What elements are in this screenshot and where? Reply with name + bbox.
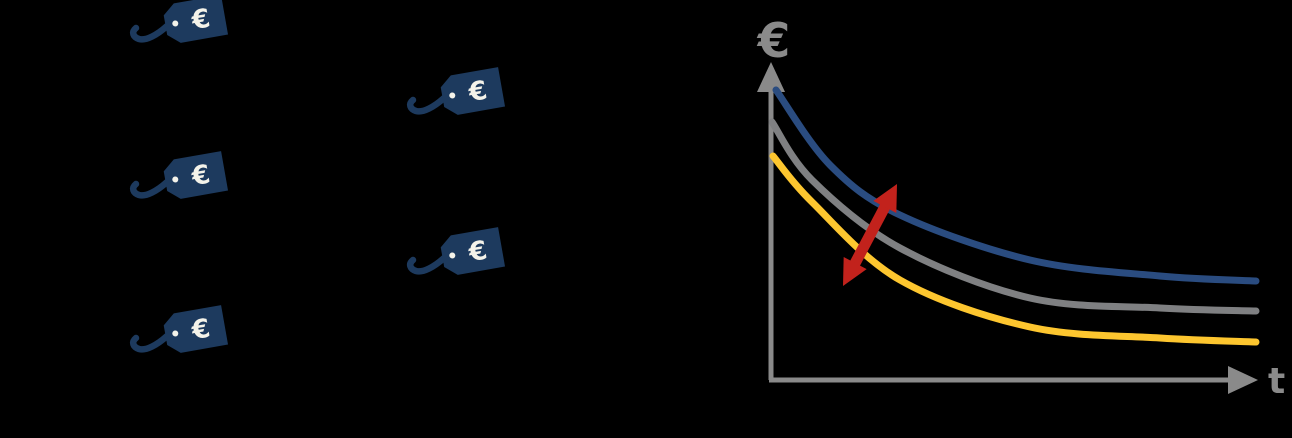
tag-hole <box>449 92 456 99</box>
price-tag: € <box>129 0 229 43</box>
tag-body: € <box>163 305 229 353</box>
chart-annotation <box>843 184 897 286</box>
tag-hole <box>172 330 179 337</box>
price-tag: € <box>406 227 506 275</box>
price-tag: € <box>406 67 506 115</box>
y-axis-arrowhead <box>757 62 785 92</box>
y-axis-label: € <box>757 14 791 69</box>
price-variation-arrowhead <box>873 184 897 214</box>
price-decay-chart: € t <box>757 14 1286 402</box>
tag-shape <box>163 305 229 353</box>
price-variation-arrow-shaft <box>847 198 893 272</box>
tag-string <box>406 94 448 115</box>
tag-string <box>129 332 171 353</box>
tag-string <box>129 178 171 199</box>
tag-body: € <box>163 151 229 199</box>
x-axis-label: t <box>1268 361 1285 402</box>
price-tag: € <box>129 305 229 353</box>
tag-shape <box>440 227 506 275</box>
tag-shape <box>440 67 506 115</box>
tag-body: € <box>163 0 229 43</box>
high-price-curve <box>772 86 1260 285</box>
tag-shape <box>163 0 229 43</box>
tag-hole <box>449 252 456 259</box>
x-axis-arrowhead <box>1228 366 1258 394</box>
chart-axes <box>757 62 1258 394</box>
low-price-curve <box>769 152 1260 346</box>
price-variation-arrowhead <box>843 256 867 286</box>
tag-body: € <box>440 227 506 275</box>
tag-hole <box>172 20 179 27</box>
tag-hole <box>172 176 179 183</box>
tag-string <box>129 22 171 43</box>
price-tag: € <box>129 151 229 199</box>
tag-shape <box>163 151 229 199</box>
price-tags-layer: € € € € € <box>129 0 506 353</box>
medium-price-curve <box>768 118 1260 315</box>
chart-curves <box>768 86 1260 346</box>
tag-body: € <box>440 67 506 115</box>
tag-string <box>406 254 448 275</box>
